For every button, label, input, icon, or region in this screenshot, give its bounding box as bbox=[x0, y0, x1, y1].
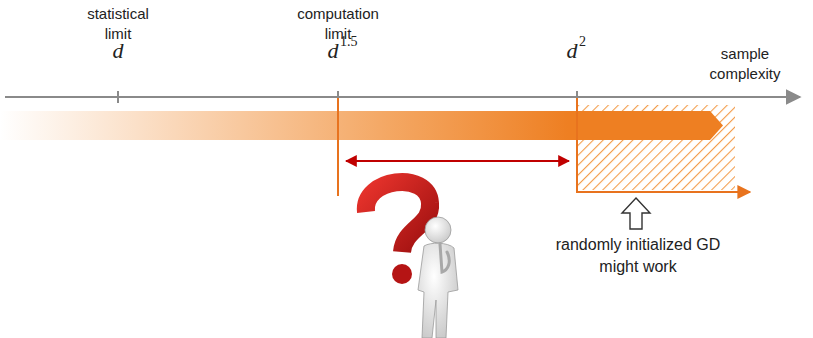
question-figure bbox=[366, 182, 458, 338]
math-symbol: d bbox=[328, 40, 339, 62]
region-arrow bbox=[577, 191, 750, 193]
axis-tick bbox=[117, 91, 119, 103]
limit-line bbox=[576, 98, 578, 193]
exponent: 2 bbox=[579, 35, 586, 49]
limit-line bbox=[337, 98, 339, 196]
limit-label: computation limit bbox=[282, 4, 394, 43]
annotation-text: randomly initialized GD might work bbox=[538, 234, 738, 277]
math-symbol: d bbox=[567, 40, 578, 62]
hollow-arrow bbox=[622, 198, 650, 229]
bar-tip bbox=[710, 111, 723, 140]
gradient-bar bbox=[0, 111, 710, 140]
axis-line bbox=[5, 96, 800, 98]
gap-arrow bbox=[346, 160, 569, 162]
math-symbol: d bbox=[113, 40, 124, 62]
exponent: 1.5 bbox=[340, 35, 358, 49]
axis-label: sample complexity bbox=[697, 44, 793, 83]
limit-label: statistical limit bbox=[73, 4, 163, 43]
